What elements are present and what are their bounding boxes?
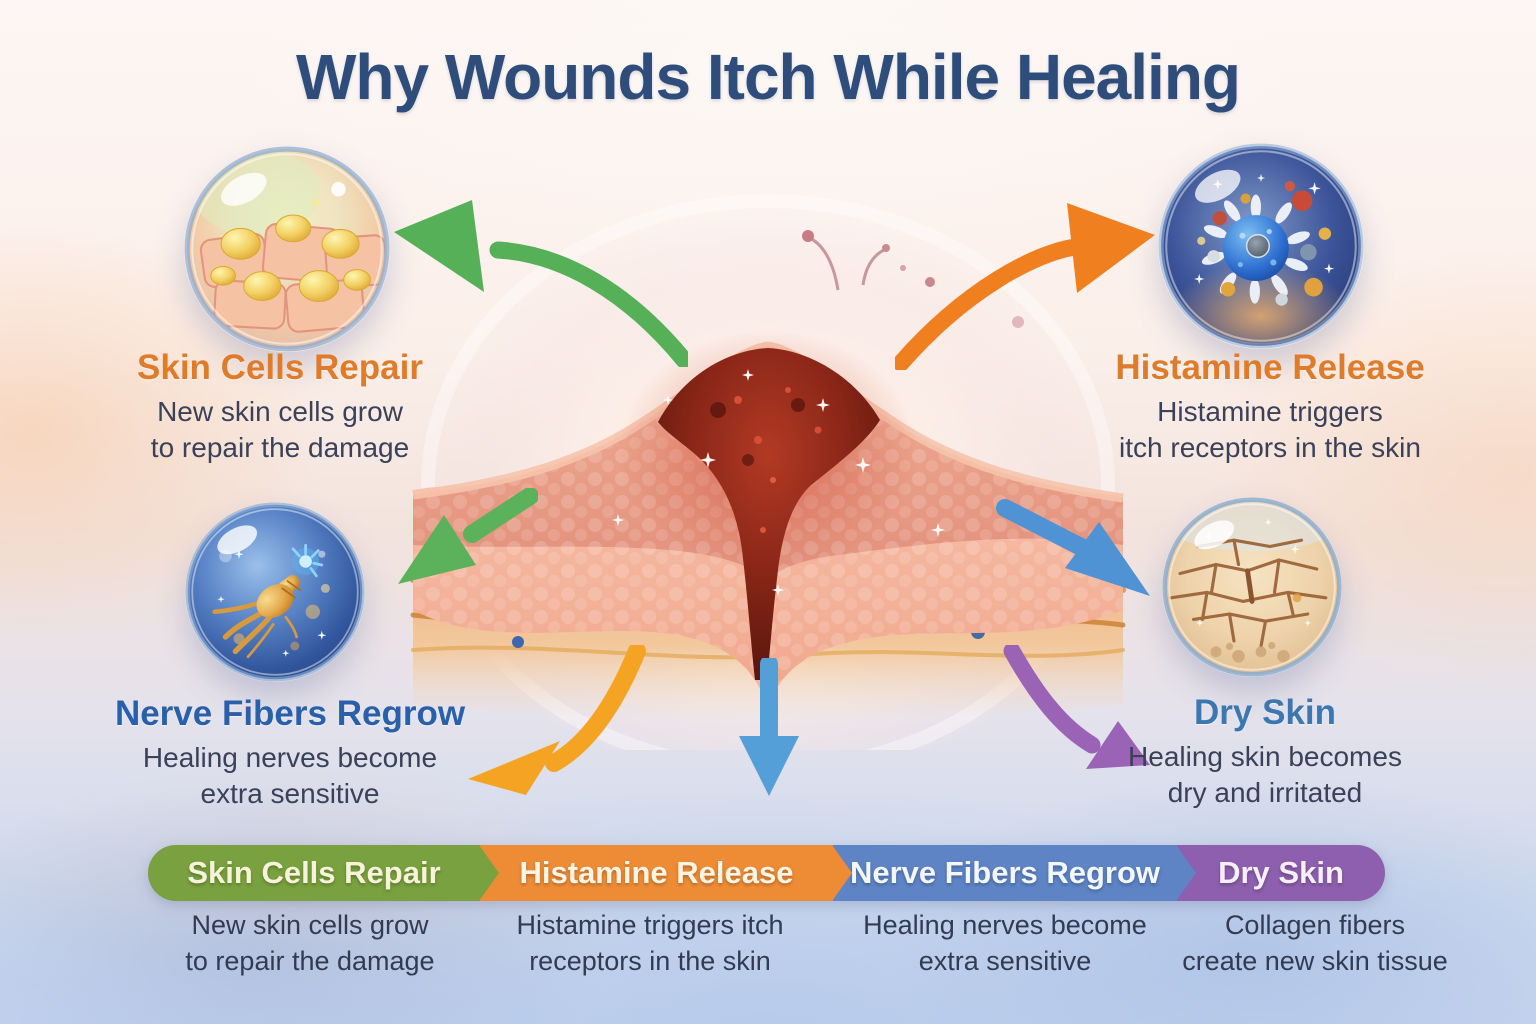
callout-desc-dry-skin: Healing skin becomes dry and irritated	[1070, 739, 1460, 812]
page-title: Why Wounds Itch While Healing	[295, 41, 1241, 113]
bubble-skin-cells-repair	[184, 146, 390, 352]
banner-desc-line: create new skin tissue	[1182, 945, 1448, 976]
scab-speckles	[710, 387, 822, 533]
bubble-dry-skin	[1162, 497, 1342, 677]
banner-desc-histamine: Histamine triggers itch receptors in the…	[460, 908, 840, 979]
callout-desc-line: Healing nerves become	[142, 742, 438, 773]
callout-desc-line: Healing skin becomes	[1128, 741, 1402, 772]
callout-desc-line: New skin cells grow	[157, 396, 403, 427]
banner-desc-skin-cells: New skin cells grow to repair the damage	[120, 908, 500, 979]
banner-label: Skin Cells Repair	[187, 855, 441, 890]
callout-desc-skin-cells: New skin cells grow to repair the damage	[90, 394, 470, 467]
banner-segment-dry-skin: Dry Skin	[1177, 845, 1385, 901]
callout-desc-line: Histamine triggers	[1157, 396, 1383, 427]
callout-desc-line: dry and irritated	[1167, 777, 1363, 809]
callout-desc-line: itch receptors in the skin	[1119, 432, 1421, 464]
banner-desc-nerve-fibers: Healing nerves become extra sensitive	[815, 908, 1195, 979]
banner-desc-line: receptors in the skin	[529, 945, 771, 976]
callout-heading-skin-cells: Skin Cells Repair	[137, 348, 423, 387]
skin-cells-illustration-icon	[184, 146, 390, 352]
arrow-to-skin-cells-icon	[394, 200, 688, 367]
banner-desc-line: Healing nerves become	[863, 910, 1147, 940]
banner-label: Dry Skin	[1218, 855, 1344, 890]
banner-desc-line: Collagen fibers	[1224, 910, 1406, 940]
banner-desc-line: to repair the damage	[185, 945, 435, 976]
callout-desc-nerve-fibers: Healing nerves become extra sensitive	[95, 740, 485, 813]
callout-heading-histamine: Histamine Release	[1115, 348, 1425, 387]
arrow-to-histamine-icon	[895, 203, 1155, 370]
chevron-right-icon	[832, 845, 852, 901]
callout-heading-dry-skin: Dry Skin	[1194, 693, 1336, 732]
banner-segment-skin-cells-repair: Skin Cells Repair	[148, 845, 499, 901]
arrow-to-dry-skin-icon	[996, 499, 1150, 596]
bubble-nerve-fibers-regrow	[185, 502, 365, 682]
bubble-histamine-release	[1158, 143, 1364, 349]
process-banner: Skin Cells Repair Histamine Release Nerv…	[148, 845, 1385, 901]
chevron-right-icon	[479, 845, 499, 901]
nerve-fiber-illustration-icon	[185, 502, 365, 682]
cracked-skin-illustration-icon	[1162, 497, 1342, 677]
chevron-right-icon	[1176, 845, 1196, 901]
callout-desc-histamine: Histamine triggers itch receptors in the…	[1075, 394, 1465, 467]
scab	[658, 348, 880, 680]
callout-desc-line: extra sensitive	[200, 778, 380, 810]
arrow-to-nerve-fibers-icon	[398, 488, 538, 584]
callout-desc-line: to repair the damage	[150, 432, 410, 464]
banner-desc-line: Histamine triggers itch	[516, 910, 784, 940]
mast-cell-illustration-icon	[1158, 143, 1364, 349]
banner-segment-histamine-release: Histamine Release	[480, 845, 852, 901]
banner-label: Histamine Release	[519, 855, 794, 890]
banner-desc-line: extra sensitive	[918, 945, 1092, 976]
banner-desc-dry-skin: Collagen fibers create new skin tissue	[1120, 908, 1510, 979]
banner-desc-line: New skin cells grow	[191, 910, 429, 940]
arrow-bottom-right-icon	[1003, 645, 1150, 769]
callout-heading-nerve-fibers: Nerve Fibers Regrow	[114, 694, 466, 733]
banner-segment-nerve-fibers-regrow: Nerve Fibers Regrow	[833, 845, 1196, 901]
arrow-bottom-left-icon	[468, 645, 646, 795]
arrow-bottom-center-icon	[739, 658, 799, 796]
banner-label: Nerve Fibers Regrow	[849, 855, 1161, 890]
